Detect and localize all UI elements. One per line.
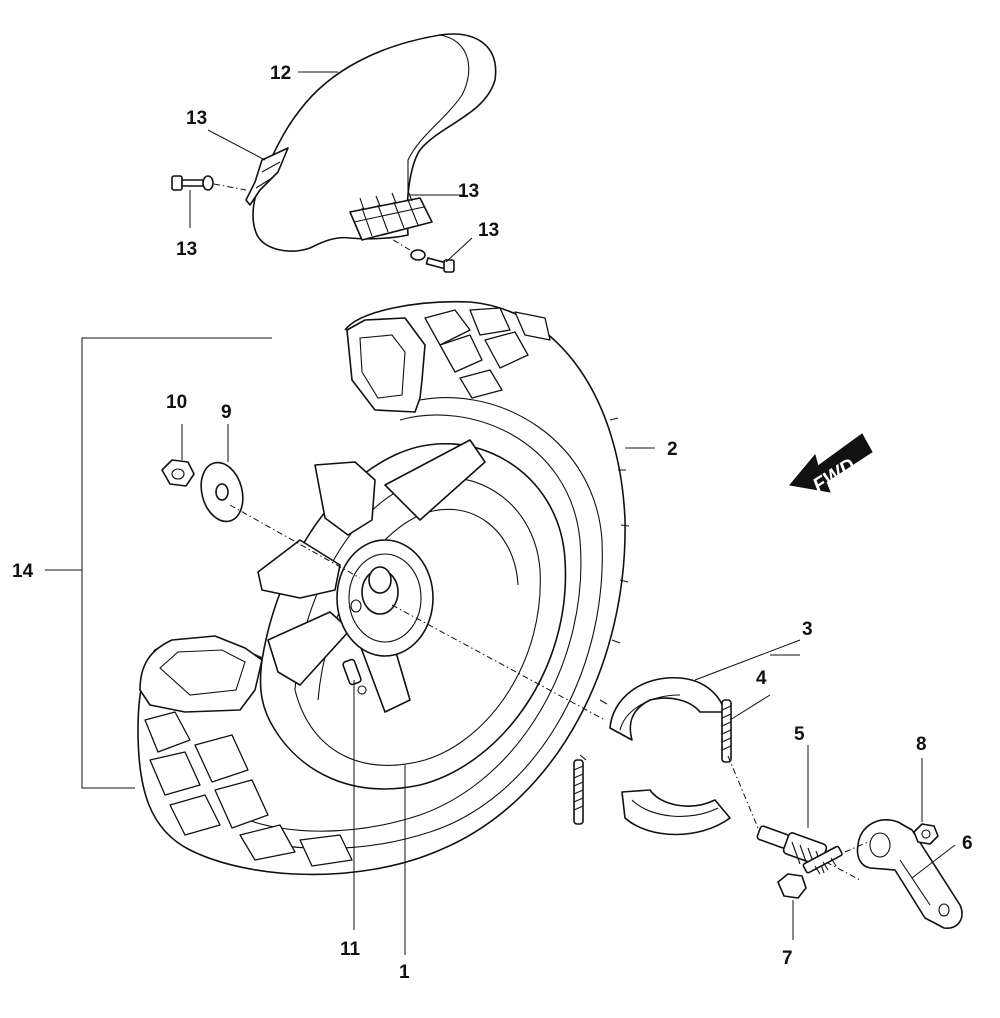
brake-arm [856,819,963,929]
axle-nut [161,459,195,487]
front-fender [245,33,497,252]
brake-spring-lower [573,759,584,825]
leader-lines [45,71,956,955]
brake-arm-nut [913,823,939,845]
callout-13-b: 13 [176,239,197,260]
callout-13-c: 13 [458,181,479,202]
callout-3: 3 [802,619,813,640]
callout-13-a: 13 [186,108,207,129]
axle-washer [200,461,244,523]
tire-valve [342,658,367,695]
callout-6: 6 [962,833,973,854]
callout-4: 4 [756,668,767,689]
callout-14: 14 [12,561,34,582]
callout-11: 11 [340,939,361,960]
fender-screw-left [171,175,247,191]
fender-screw-right [389,237,455,273]
assembly-bracket [81,337,272,789]
forward-direction-arrow: FWD [789,433,873,497]
callout-2: 2 [667,439,678,460]
callout-10: 10 [166,392,187,413]
brake-shoes [609,677,731,836]
callout-13-d: 13 [478,220,499,241]
callout-8: 8 [916,734,927,755]
brake-arm-bolt [777,841,869,899]
callout-1: 1 [399,962,410,983]
brake-spring-upper [721,699,732,763]
callout-12: 12 [270,63,291,84]
callout-5: 5 [794,724,805,745]
callout-9: 9 [221,402,232,423]
callout-7: 7 [782,948,793,969]
brake-cam [727,755,861,881]
